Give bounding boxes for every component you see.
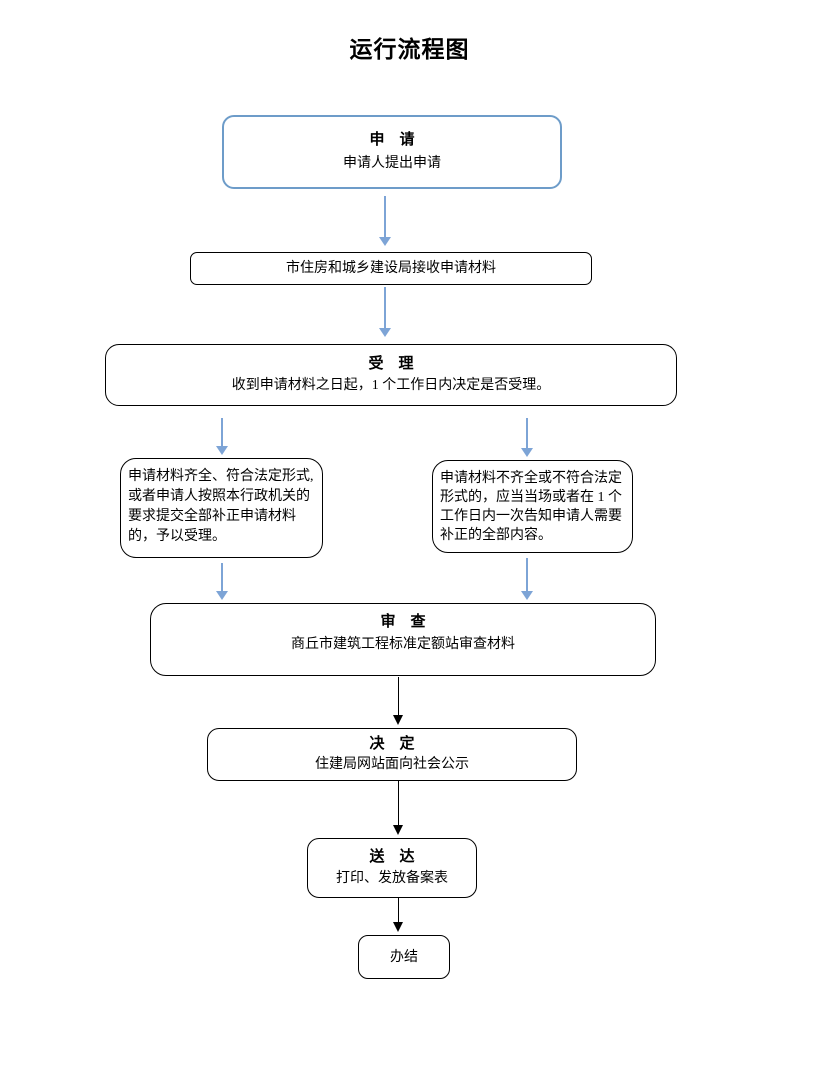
node-decide-heading: 决 定 [369, 736, 415, 752]
arrow-down-icon [216, 446, 228, 455]
arrow-apply-to-receive [379, 196, 391, 246]
node-receive-body: 市住房和城乡建设局接收申请材料 [286, 261, 496, 276]
node-decide-body: 住建局网站面向社会公示 [315, 757, 469, 772]
node-apply-heading: 申 请 [369, 132, 415, 148]
arrow-line [221, 418, 223, 446]
arrow-line [526, 418, 528, 448]
node-accept-body: 收到申请材料之日起，1 个工作日内决定是否受理。 [231, 378, 551, 393]
node-accept: 受 理 收到申请材料之日起，1 个工作日内决定是否受理。 [105, 344, 677, 406]
node-deliver-heading: 送 达 [369, 849, 415, 865]
page-title: 运行流程图 [349, 37, 470, 62]
arrow-down-icon [379, 328, 391, 337]
node-review-heading: 审 查 [380, 614, 426, 630]
arrow-line [384, 196, 386, 237]
node-receive: 市住房和城乡建设局接收申请材料 [190, 252, 592, 285]
node-branch-right: 申请材料不齐全或不符合法定形式的，应当当场或者在 1 个工作日内一次告知申请人需… [432, 460, 633, 553]
arrow-line [221, 563, 223, 591]
arrow-down-icon [393, 825, 403, 835]
arrow-down-icon [393, 922, 403, 932]
node-branch-left-body: 申请材料齐全、符合法定形式,或者申请人按照本行政机关的要求提交全部补正申请材料的… [128, 469, 314, 544]
arrow-line [384, 287, 386, 328]
arrow-down-icon [216, 591, 228, 600]
arrow-down-icon [521, 591, 533, 600]
node-apply: 申 请 申请人提出申请 [222, 115, 562, 189]
arrow-line [397, 898, 399, 922]
node-deliver-body: 打印、发放备案表 [336, 871, 448, 886]
node-finish-body: 办结 [390, 949, 418, 965]
arrow-deliver-to-finish [392, 898, 404, 932]
arrow-review-to-decide [392, 677, 404, 725]
node-apply-body: 申请人提出申请 [343, 156, 441, 171]
node-deliver: 送 达 打印、发放备案表 [307, 838, 477, 898]
node-accept-heading: 受 理 [368, 356, 414, 372]
node-decide: 决 定 住建局网站面向社会公示 [207, 728, 577, 781]
node-finish: 办结 [358, 935, 450, 979]
node-branch-left: 申请材料齐全、符合法定形式,或者申请人按照本行政机关的要求提交全部补正申请材料的… [120, 458, 323, 558]
arrow-decide-to-deliver [392, 781, 404, 835]
arrow-receive-to-accept [379, 287, 391, 337]
arrow-down-icon [379, 237, 391, 246]
arrow-branch-right-to-review [521, 558, 533, 600]
arrow-line [397, 677, 399, 715]
arrow-down-icon [393, 715, 403, 725]
node-review: 审 查 商丘市建筑工程标准定额站审查材料 [150, 603, 656, 676]
arrow-accept-to-branch-left [216, 418, 228, 455]
node-review-body: 商丘市建筑工程标准定额站审查材料 [291, 637, 515, 652]
arrow-accept-to-branch-right [521, 418, 533, 457]
arrow-branch-left-to-review [216, 563, 228, 600]
arrow-line [397, 781, 399, 825]
arrow-down-icon [521, 448, 533, 457]
node-branch-right-body: 申请材料不齐全或不符合法定形式的，应当当场或者在 1 个工作日内一次告知申请人需… [440, 471, 622, 543]
arrow-line [526, 558, 528, 591]
